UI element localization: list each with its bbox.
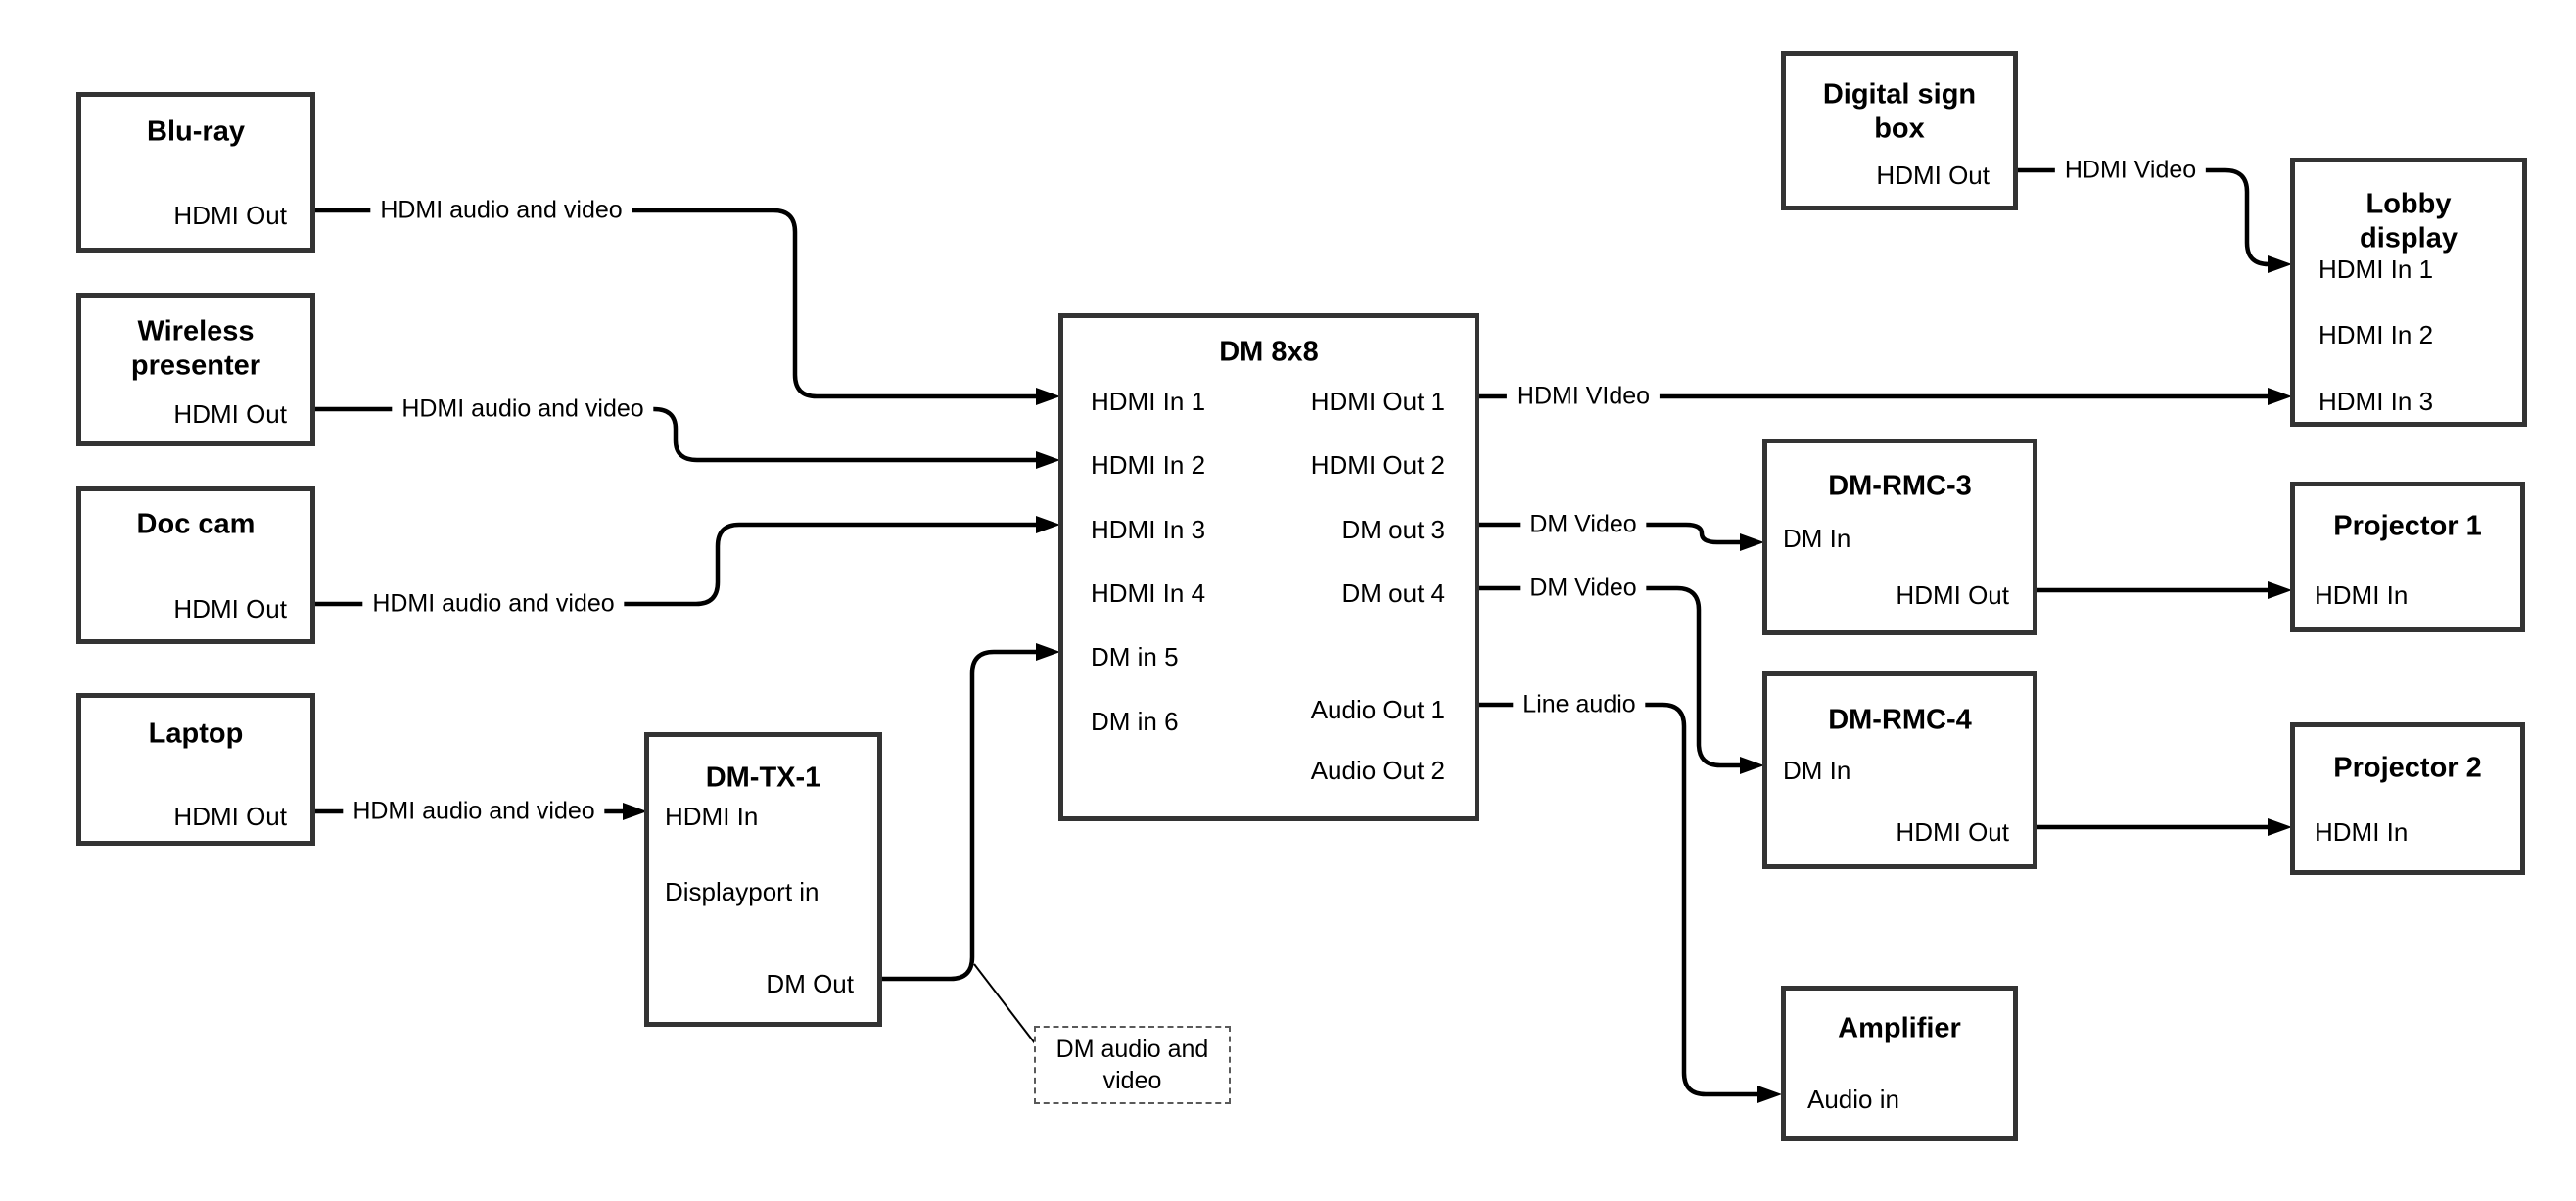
port-dm-out-4: DM out 4 — [1341, 578, 1446, 608]
wire-label-hdmi-audio-video-3: HDMI audio and video — [362, 587, 625, 621]
wire-label-hdmi-audio-video-1: HDMI audio and video — [370, 194, 632, 227]
wire-audio-out-1-to-amplifier — [1477, 702, 1761, 1097]
wire-bluray-to-hdmi-in-1 — [315, 208, 1040, 399]
node-title: Laptop — [148, 717, 244, 750]
port-audio-in: Audio in — [1807, 1085, 1899, 1114]
node-title: Projector 2 — [2333, 752, 2482, 784]
port-hdmi-out-2: HDMI Out 2 — [1310, 450, 1445, 480]
port-dm-in-5: DM in 5 — [1091, 642, 1179, 671]
port-hdmi-out-1: HDMI Out 1 — [1310, 387, 1445, 416]
wire-dm-out-3-to-rmc3 — [1477, 522, 1743, 545]
port-hdmi-out: HDMI Out — [173, 802, 287, 831]
wire-label-hdmi-audio-video-2: HDMI audio and video — [392, 393, 654, 426]
port-hdmi-in-1: HDMI In 1 — [2318, 254, 2434, 284]
node-title: DM-RMC-3 — [1828, 470, 1972, 502]
node-doc-cam: Doc cam HDMI Out — [76, 486, 315, 644]
arrowhead — [1036, 516, 1060, 533]
port-dm-in: DM In — [1783, 756, 1851, 785]
node-title: Projector 1 — [2333, 510, 2482, 542]
port-hdmi-in: HDMI In — [665, 802, 759, 831]
callout-text: DM audio and video — [1055, 1035, 1209, 1095]
port-hdmi-in-1: HDMI In 1 — [1091, 387, 1206, 416]
arrowhead — [1757, 1086, 1782, 1103]
port-hdmi-out: HDMI Out — [1876, 161, 1990, 190]
arrowhead — [1740, 757, 1764, 774]
wire-label-line-audio: Line audio — [1513, 688, 1646, 721]
port-hdmi-out: HDMI Out — [173, 399, 287, 429]
arrowhead — [2268, 818, 2292, 836]
node-title: Lobby display — [2360, 188, 2458, 254]
port-hdmi-in: HDMI In — [2315, 580, 2409, 610]
arrowhead — [1740, 533, 1764, 551]
node-laptop: Laptop HDMI Out — [76, 693, 315, 846]
node-dm-rmc-3: DM-RMC-3 DM In HDMI Out — [1762, 439, 2037, 635]
port-audio-out-2: Audio Out 2 — [1310, 756, 1445, 785]
port-hdmi-out: HDMI Out — [1896, 580, 2009, 610]
port-hdmi-out: HDMI Out — [173, 594, 287, 624]
port-hdmi-out: HDMI Out — [173, 201, 287, 230]
node-digital-sign-box: Digital sign box HDMI Out — [1781, 51, 2018, 210]
port-audio-out-1: Audio Out 1 — [1310, 695, 1445, 724]
port-dm-out: DM Out — [766, 969, 854, 998]
wire-label-hdmi-video-out1: HDMI VIdeo — [1506, 380, 1661, 413]
node-wireless-presenter: Wireless presenter HDMI Out — [76, 293, 315, 446]
arrowhead — [2268, 581, 2292, 599]
wire-label-hdmi-audio-video-4: HDMI audio and video — [343, 795, 605, 828]
wire-dmtx1-to-dm-in-5 — [880, 649, 1040, 982]
port-hdmi-in-3: HDMI In 3 — [1091, 515, 1206, 544]
wire-sign-to-lobby-in-1 — [2016, 167, 2272, 267]
node-dm-rmc-4: DM-RMC-4 DM In HDMI Out — [1762, 671, 2037, 869]
node-title: Wireless presenter — [130, 315, 261, 382]
node-title: Digital sign box — [1822, 78, 1977, 145]
callout-leader-line — [973, 963, 1036, 1044]
node-title: DM 8x8 — [1219, 336, 1319, 368]
port-dm-in-6: DM in 6 — [1091, 707, 1179, 736]
node-title: Amplifier — [1838, 1012, 1961, 1044]
wire-wireless-to-hdmi-in-2 — [315, 406, 1040, 463]
arrowhead — [1036, 451, 1060, 469]
port-hdmi-in-2: HDMI In 2 — [1091, 450, 1206, 480]
node-title: DM-RMC-4 — [1828, 704, 1972, 736]
arrowhead — [623, 803, 647, 820]
arrowhead — [1036, 643, 1060, 661]
node-dm-tx-1: DM-TX-1 HDMI In Displayport in DM Out — [644, 732, 882, 1027]
arrowhead — [2268, 388, 2292, 405]
port-hdmi-out: HDMI Out — [1896, 817, 2009, 847]
node-amplifier: Amplifier Audio in — [1781, 986, 2018, 1141]
node-title: Doc cam — [136, 508, 256, 540]
wire-label-hdmi-video-sign: HDMI Video — [2054, 154, 2207, 187]
node-projector-1: Projector 1 HDMI In — [2290, 482, 2525, 632]
wire-label-dm-video-out3: DM Video — [1520, 508, 1647, 541]
port-hdmi-in: HDMI In — [2315, 817, 2409, 847]
port-hdmi-in-3: HDMI In 3 — [2318, 387, 2434, 416]
port-hdmi-in-4: HDMI In 4 — [1091, 578, 1206, 608]
callout-dm-audio-and-video: DM audio and video — [1034, 1026, 1231, 1104]
port-dm-in: DM In — [1783, 524, 1851, 553]
port-displayport-in: Displayport in — [665, 877, 820, 906]
wire-label-dm-video-out4: DM Video — [1520, 572, 1647, 605]
node-title: Blu-ray — [147, 115, 245, 148]
wire-doccam-to-hdmi-in-3 — [315, 522, 1040, 607]
node-dm-8x8: DM 8x8 HDMI In 1 HDMI In 2 HDMI In 3 HDM… — [1058, 313, 1479, 821]
port-hdmi-in-2: HDMI In 2 — [2318, 320, 2434, 349]
port-dm-out-3: DM out 3 — [1341, 515, 1446, 544]
wire-dm-out-4-to-rmc4 — [1477, 585, 1743, 768]
arrowhead — [1036, 388, 1060, 405]
node-lobby-display: Lobby display HDMI In 1 HDMI In 2 HDMI I… — [2290, 158, 2527, 427]
node-projector-2: Projector 2 HDMI In — [2290, 722, 2525, 875]
node-title: DM-TX-1 — [705, 762, 821, 794]
arrowhead — [2268, 255, 2292, 273]
node-bluray: Blu-ray HDMI Out — [76, 92, 315, 253]
